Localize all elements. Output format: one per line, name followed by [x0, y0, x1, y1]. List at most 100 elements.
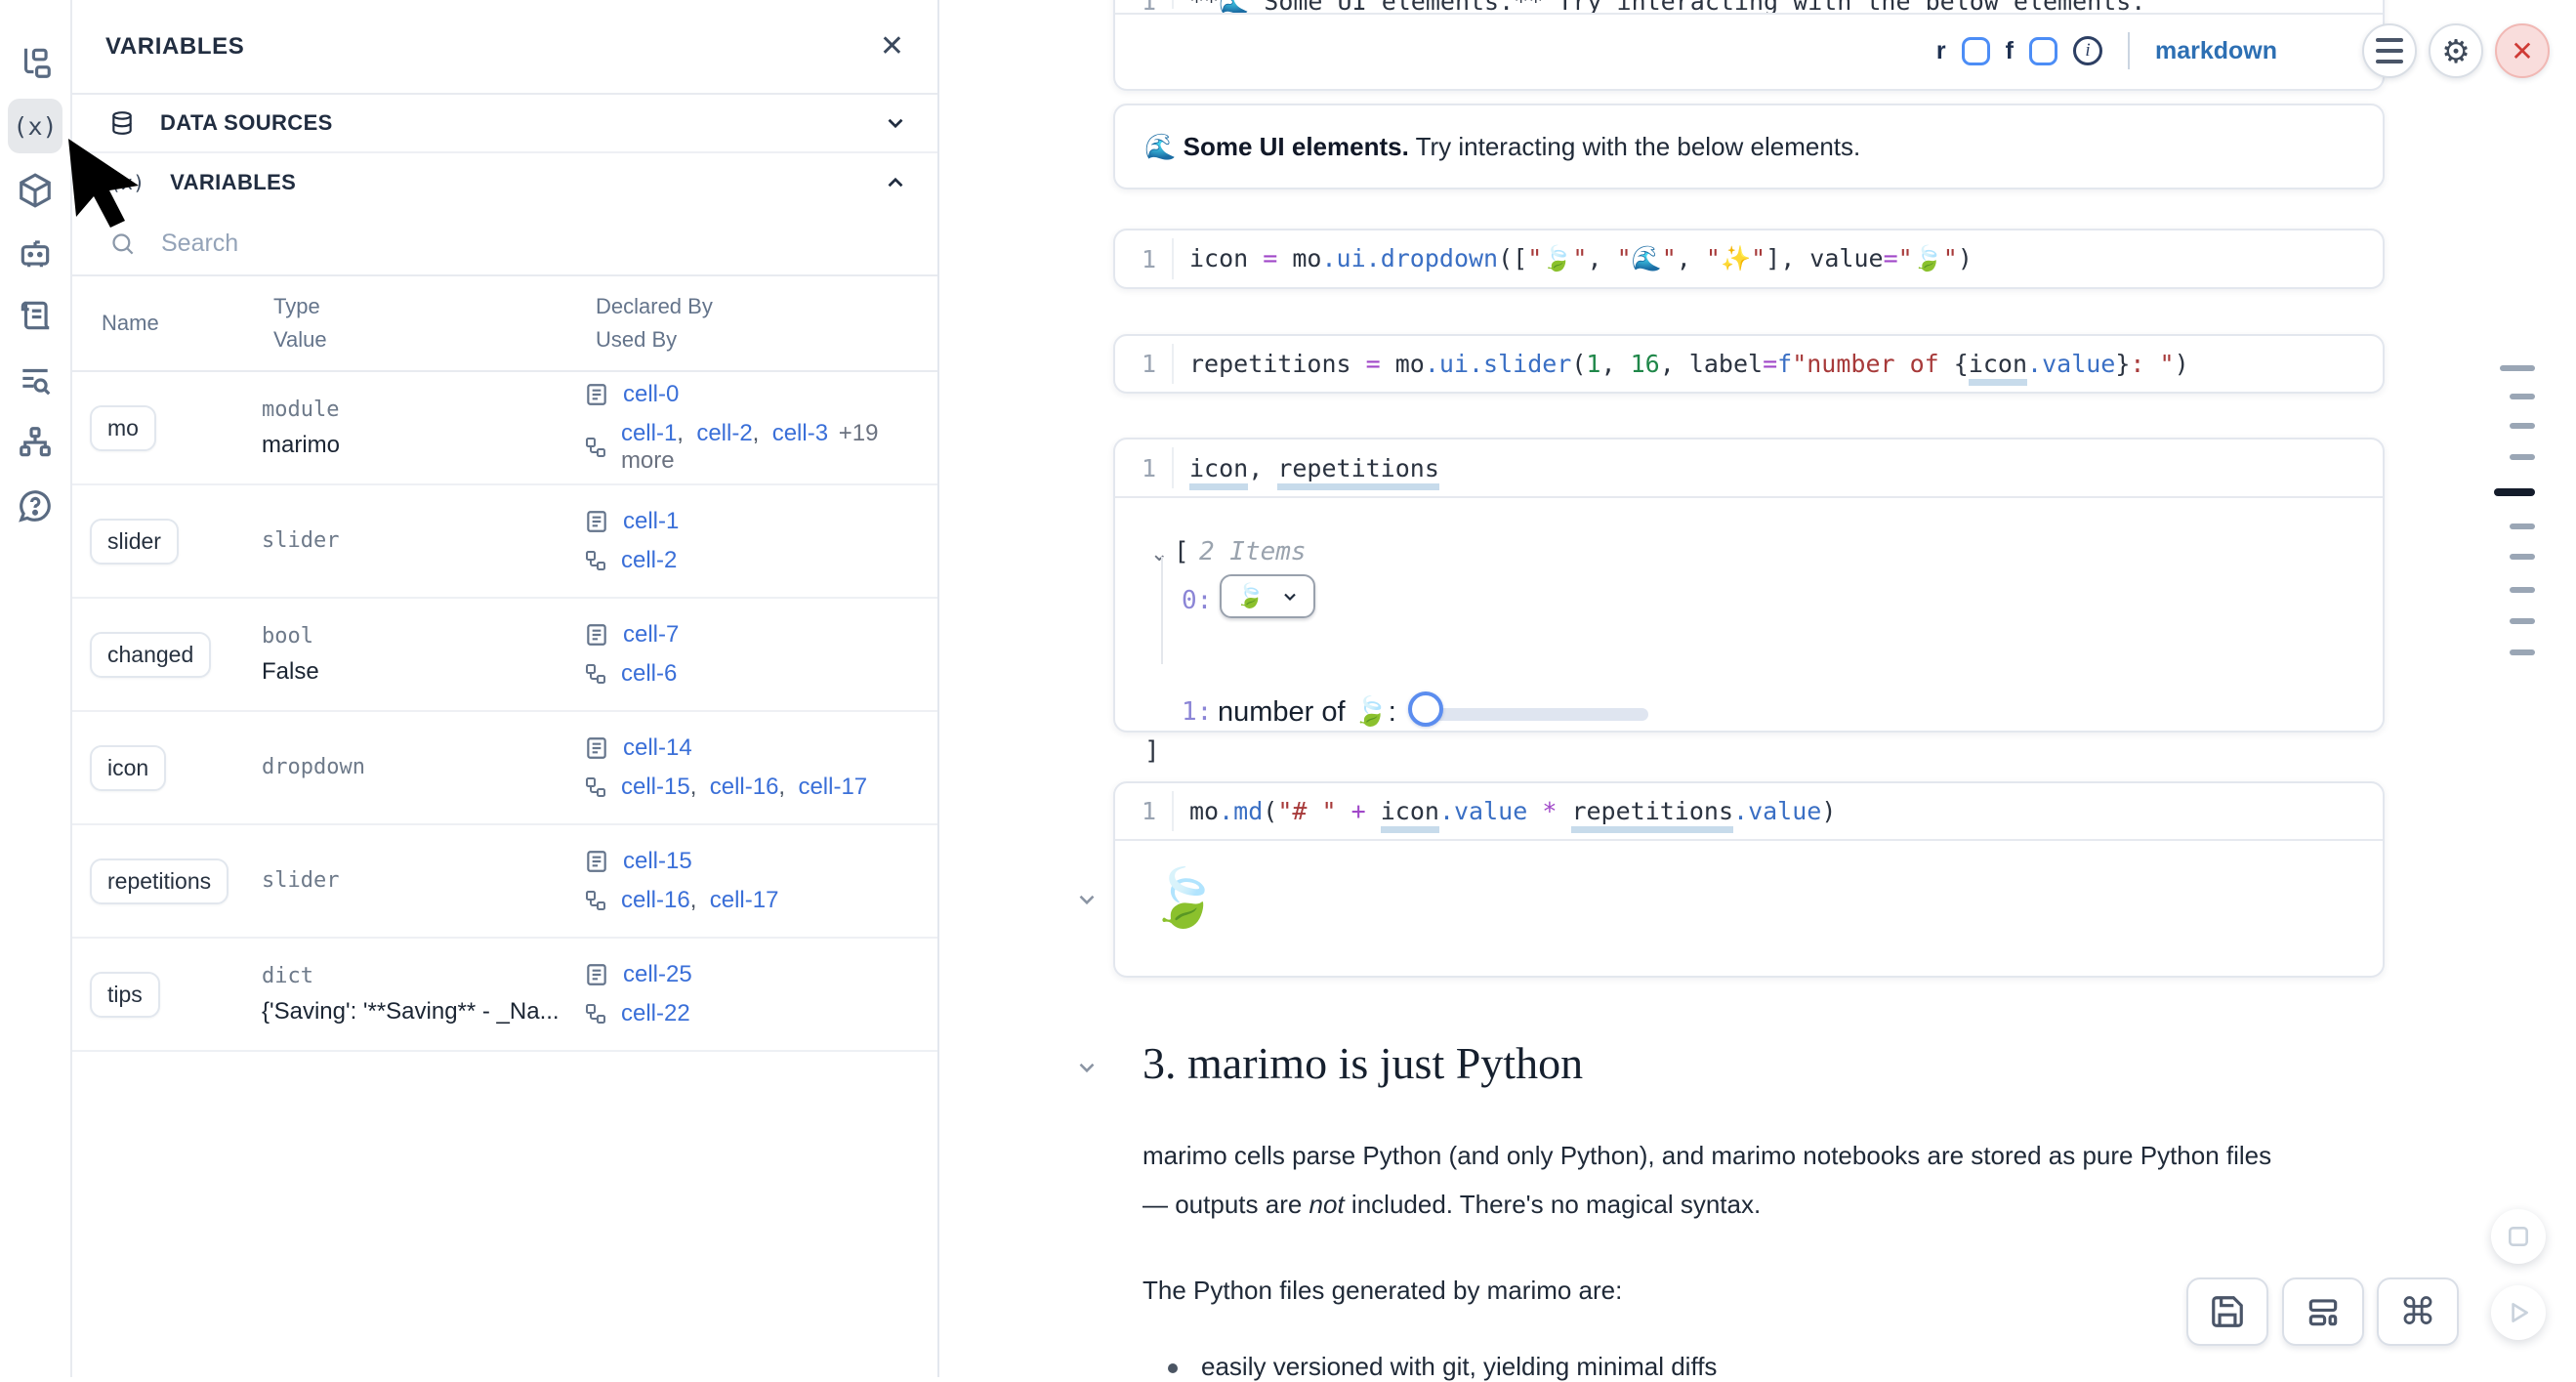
cell-link[interactable]: cell-1: [621, 420, 677, 446]
save-button[interactable]: [2186, 1277, 2268, 1346]
code-token: =: [1763, 350, 1777, 378]
variables-panel-icon[interactable]: (x): [8, 99, 62, 153]
notebook-menu-button[interactable]: [2362, 23, 2417, 78]
cell-link[interactable]: cell-16: [621, 887, 690, 913]
dropdown-value: 🍃: [1235, 582, 1265, 610]
packages-cube-icon[interactable]: [8, 163, 62, 218]
settings-button[interactable]: ⚙: [2429, 23, 2483, 78]
section-collapse-chevron-icon[interactable]: [1074, 1055, 1100, 1080]
cell-link[interactable]: cell-1: [623, 508, 679, 534]
format-config-label: f: [2006, 37, 2014, 65]
cell-dropdown-code[interactable]: 1 icon = mo.ui.dropdown(["🍃", "🌊", "✨"],…: [1113, 229, 2385, 289]
minimap-dash[interactable]: [2510, 454, 2535, 460]
declared-by-cell-icon: [584, 622, 609, 648]
slider-thumb[interactable]: [1408, 691, 1443, 727]
minimap-dash-active[interactable]: [2494, 488, 2535, 496]
cell-link[interactable]: cell-15: [623, 848, 692, 874]
scratchpad-scroll-icon[interactable]: [8, 288, 62, 343]
cell-link[interactable]: cell-2: [696, 420, 752, 446]
dropdown-select[interactable]: 🍃: [1220, 574, 1315, 618]
tree-collapse-icon[interactable]: ⌄: [1150, 541, 1168, 566]
slider-track[interactable]: [1424, 708, 1648, 721]
cell-link[interactable]: cell-17: [798, 774, 867, 800]
cell-link[interactable]: cell-7: [623, 621, 679, 648]
info-icon[interactable]: i: [2073, 36, 2102, 65]
close-panel-icon[interactable]: ✕: [880, 32, 904, 62]
section-variables[interactable]: (x) VARIABLES: [72, 153, 937, 212]
run-button[interactable]: [2491, 1285, 2546, 1340]
minimap-dash[interactable]: [2510, 587, 2535, 593]
variable-name-pill[interactable]: slider: [90, 519, 179, 565]
cell-link[interactable]: cell-15: [621, 774, 690, 800]
minimap-dash[interactable]: [2510, 649, 2535, 655]
mouse-cursor: [61, 135, 168, 236]
cell-markdown-output[interactable]: 🌊 Some UI elements. Try interacting with…: [1113, 104, 2385, 189]
minimap-dash[interactable]: [2510, 423, 2535, 429]
checkbox-f[interactable]: [2029, 37, 2057, 65]
minimap-dash[interactable]: [2510, 523, 2535, 529]
variable-name-pill[interactable]: icon: [90, 745, 166, 791]
file-tree-icon[interactable]: [8, 35, 62, 90]
cell-slider-code[interactable]: 1 repetitions = mo.ui.slider(1, 16, labe…: [1113, 334, 2385, 394]
code-token: [1366, 797, 1381, 825]
declared-by-cell-icon: [584, 509, 609, 534]
checkbox-r[interactable]: [1962, 37, 1990, 65]
snippets-search-icon[interactable]: [8, 353, 62, 407]
cell-ref-line: cell-14: [584, 734, 937, 762]
code-token: ,: [1600, 350, 1630, 378]
code-token: [1527, 797, 1542, 825]
section-data-sources[interactable]: DATA SOURCES: [72, 95, 937, 153]
code-token: .value: [1733, 797, 1821, 825]
cell-tuple[interactable]: 1 icon, repetitions ⌄ [ 2 Items 0: 🍃 1: …: [1113, 438, 2385, 733]
cell-link[interactable]: cell-3: [772, 420, 828, 446]
help-icon[interactable]: [8, 479, 62, 533]
header-type: Type: [273, 290, 596, 323]
cell-link[interactable]: cell-6: [621, 660, 677, 687]
cell-link[interactable]: cell-25: [623, 961, 692, 987]
declared-by-cell-icon: [584, 962, 609, 987]
search-input[interactable]: [161, 230, 747, 258]
code-token: icon: [1381, 797, 1439, 833]
cell-markdown-source[interactable]: 1 **🌊 Some UI elements.** Try interactin…: [1113, 0, 2385, 91]
cell-link[interactable]: cell-16: [710, 774, 779, 800]
stop-button[interactable]: [2491, 1209, 2546, 1264]
code-token: "# ": [1277, 797, 1336, 825]
minimap-dash[interactable]: [2510, 554, 2535, 560]
cell-collapse-chevron-icon[interactable]: [1074, 887, 1100, 912]
used-by-cell-icon: [584, 549, 607, 572]
variable-name-pill[interactable]: changed: [90, 632, 211, 678]
command-icon: ⌘: [2399, 1290, 2436, 1334]
index-1-label: 1:: [1182, 697, 1212, 727]
minimap-dash[interactable]: [2510, 394, 2535, 399]
cell-link[interactable]: cell-2: [621, 547, 677, 573]
cell-ref-line: cell-0: [584, 381, 937, 408]
cell-link[interactable]: cell-17: [710, 887, 779, 913]
variable-name-pill[interactable]: tips: [90, 972, 160, 1018]
code-token: .dropdown: [1366, 244, 1498, 272]
code-token: repetitions: [1277, 454, 1439, 490]
variable-name-pill[interactable]: mo: [90, 405, 156, 451]
variable-name-pill[interactable]: repetitions: [90, 859, 229, 904]
code-token: mo: [1189, 797, 1219, 825]
cell-ref-line: cell-6: [584, 660, 937, 688]
cell-link[interactable]: cell-14: [623, 734, 692, 761]
layout-button[interactable]: [2282, 1277, 2364, 1346]
ai-robot-icon[interactable]: [8, 226, 62, 280]
code-token: icon: [1969, 350, 2027, 386]
variable-type: module: [262, 393, 584, 428]
minimap-dash[interactable]: [2500, 365, 2535, 371]
used-by-cell-icon: [584, 662, 607, 686]
minimap-dash[interactable]: [2510, 618, 2535, 624]
cell-link[interactable]: cell-22: [621, 1000, 690, 1026]
command-palette-button[interactable]: ⌘: [2377, 1277, 2459, 1346]
tuple-tree-output: ⌄ [ 2 Items 0: 🍃 1: number of 🍃: ]: [1115, 500, 2383, 731]
cell-md-code[interactable]: 1 mo.md("# " + icon.value * repetitions.…: [1113, 781, 2385, 978]
language-toggle-markdown[interactable]: markdown: [2155, 37, 2277, 65]
shutdown-button[interactable]: ✕: [2495, 23, 2550, 78]
dependency-graph-icon[interactable]: [8, 415, 62, 470]
code-token: mo: [1381, 350, 1425, 378]
cell-link[interactable]: cell-0: [623, 381, 679, 407]
